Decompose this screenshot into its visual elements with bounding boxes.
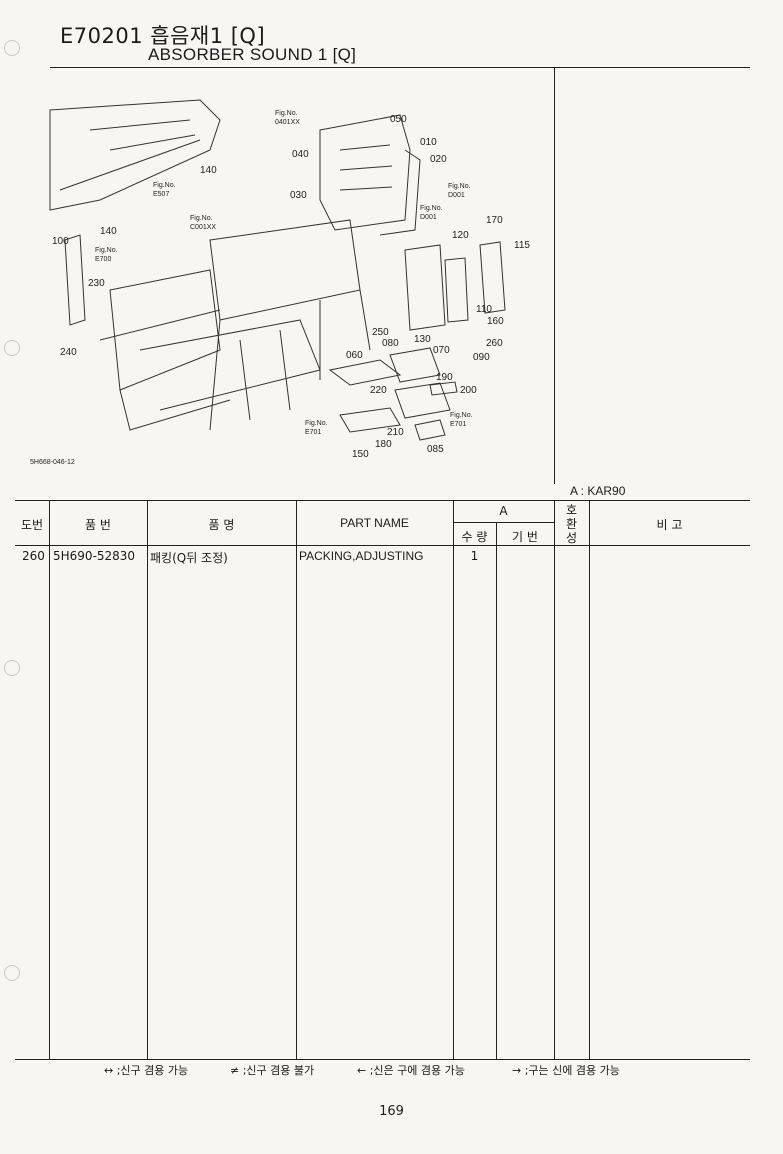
svg-text:200: 200 <box>460 385 477 396</box>
table-top-rule <box>15 500 750 501</box>
svg-text:140: 140 <box>200 165 217 176</box>
binder-hole <box>4 340 20 356</box>
group-a-rule <box>453 522 554 523</box>
diagram-divider <box>554 68 555 484</box>
svg-text:085: 085 <box>427 444 444 455</box>
svg-text:0401XX: 0401XX <box>275 119 300 126</box>
svg-text:Fig.No.: Fig.No. <box>420 205 443 212</box>
svg-text:Fig.No.: Fig.No. <box>305 420 328 427</box>
svg-text:140: 140 <box>100 226 117 237</box>
header-group-a: A <box>499 504 508 518</box>
svg-text:115: 115 <box>514 240 530 251</box>
page-title-code: E70201 흡음재1 [Q] <box>60 24 266 48</box>
svg-text:120: 120 <box>452 230 469 241</box>
svg-text:190: 190 <box>436 372 453 383</box>
row-name-kr: 패킹(Q뒤 조정) <box>150 551 228 565</box>
svg-text:030: 030 <box>290 190 307 201</box>
col-divider <box>589 500 590 1059</box>
svg-text:Fig.No.: Fig.No. <box>275 110 298 117</box>
svg-text:150: 150 <box>352 449 369 460</box>
legend-old-to-new: → ;구는 신에 겸용 가능 <box>512 1064 620 1077</box>
svg-text:100: 100 <box>52 236 69 247</box>
header-base: 기 번 <box>512 530 538 544</box>
svg-text:060: 060 <box>346 350 363 361</box>
svg-text:Fig.No.: Fig.No. <box>448 183 471 190</box>
col-divider <box>147 500 148 1059</box>
svg-text:130: 130 <box>414 334 431 345</box>
svg-text:Fig.No.: Fig.No. <box>190 215 213 222</box>
svg-text:020: 020 <box>430 154 447 165</box>
svg-text:230: 230 <box>88 278 105 289</box>
svg-text:Fig.No.: Fig.No. <box>450 412 473 419</box>
col-divider <box>49 500 50 1059</box>
svg-text:170: 170 <box>486 215 503 226</box>
legend-compatible: ↔ ;신구 겸용 가능 <box>104 1064 189 1077</box>
table-header-rule <box>15 545 750 546</box>
header-interchange-1: 호 <box>565 503 578 517</box>
svg-text:E700: E700 <box>95 256 111 263</box>
svg-text:220: 220 <box>370 385 387 396</box>
table-bottom-rule <box>15 1059 750 1060</box>
header-remarks: 비 고 <box>656 518 683 532</box>
svg-text:5H668-046-12: 5H668-046-12 <box>30 459 75 466</box>
svg-text:090: 090 <box>473 352 490 363</box>
legend-new-to-old: ← ;신은 구에 겸용 가능 <box>357 1064 465 1077</box>
svg-text:080: 080 <box>382 338 399 349</box>
title-rule <box>50 67 750 68</box>
svg-text:Fig.No.: Fig.No. <box>95 247 118 254</box>
col-divider <box>296 500 297 1059</box>
header-interchange-3: 성 <box>565 531 578 545</box>
col-divider <box>496 522 497 1059</box>
svg-text:210: 210 <box>387 427 404 438</box>
svg-text:D001: D001 <box>420 214 437 221</box>
svg-text:240: 240 <box>60 347 77 358</box>
svg-text:E507: E507 <box>153 191 169 198</box>
binder-hole <box>4 660 20 676</box>
row-qty: 1 <box>470 549 479 563</box>
svg-text:050: 050 <box>390 114 407 125</box>
legend-incompatible: ≠ ;신구 겸용 불가 <box>230 1064 315 1077</box>
svg-text:040: 040 <box>292 149 309 160</box>
svg-text:E701: E701 <box>450 421 466 428</box>
header-ref-no: 도번 <box>20 518 44 532</box>
svg-text:010: 010 <box>420 137 437 148</box>
row-part-no: 5H690-52830 <box>53 549 136 563</box>
header-interchange-2: 환 <box>565 517 578 531</box>
page-title-english: ABSORBER SOUND 1 [Q] <box>148 45 357 64</box>
row-ref-no: 260 <box>22 549 45 563</box>
svg-text:160: 160 <box>487 316 504 327</box>
page-number: 169 <box>379 1104 404 1119</box>
col-divider <box>554 500 555 1059</box>
svg-text:Fig.No.: Fig.No. <box>153 182 176 189</box>
svg-text:C001XX: C001XX <box>190 224 216 231</box>
model-note: A : KAR90 <box>570 484 626 498</box>
exploded-parts-diagram: 050 010 020 040 030 140 140 100 230 240 … <box>30 99 530 466</box>
svg-text:070: 070 <box>433 345 450 356</box>
row-name-en: PACKING,ADJUSTING <box>299 549 424 563</box>
svg-text:E701: E701 <box>305 429 321 436</box>
svg-text:250: 250 <box>372 327 389 338</box>
header-part-no: 품 번 <box>85 518 111 532</box>
svg-text:D001: D001 <box>448 192 465 199</box>
binder-hole <box>4 965 20 981</box>
svg-text:180: 180 <box>375 439 392 450</box>
col-divider <box>453 500 454 1059</box>
svg-text:260: 260 <box>486 338 503 349</box>
binder-hole <box>4 40 20 56</box>
header-qty: 수 량 <box>461 530 488 544</box>
header-part-name-en: PART NAME <box>340 516 409 530</box>
svg-text:110: 110 <box>476 304 492 315</box>
header-part-name-kr: 품 명 <box>208 518 235 532</box>
